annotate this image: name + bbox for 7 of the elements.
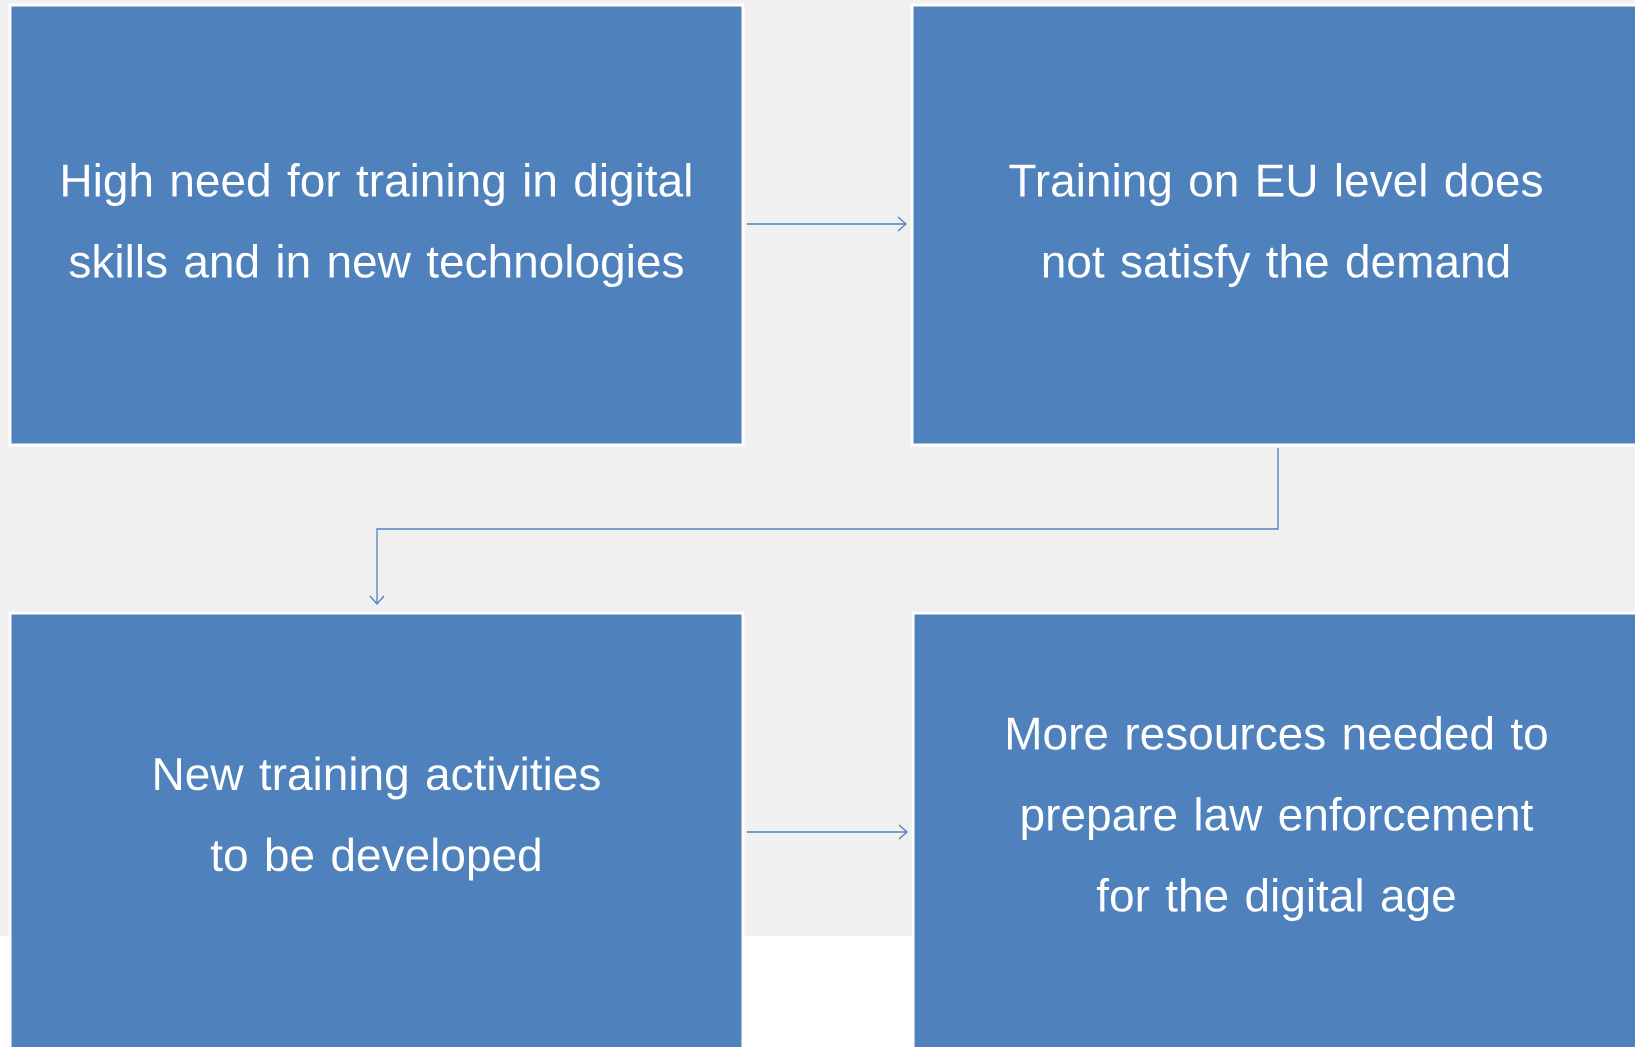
arrow: [746, 824, 908, 840]
process-box: High need for training in digital skills and in new technologies: [8, 3, 745, 447]
process-box: Training on EU level does not satisfy the demand: [910, 3, 1635, 447]
process-box: More resources needed to prepare law enforcement for the digital age: [911, 611, 1635, 1047]
arrow: [369, 447, 1279, 605]
process-box: New training activities to be developed: [8, 611, 745, 1047]
arrow: [746, 216, 907, 232]
